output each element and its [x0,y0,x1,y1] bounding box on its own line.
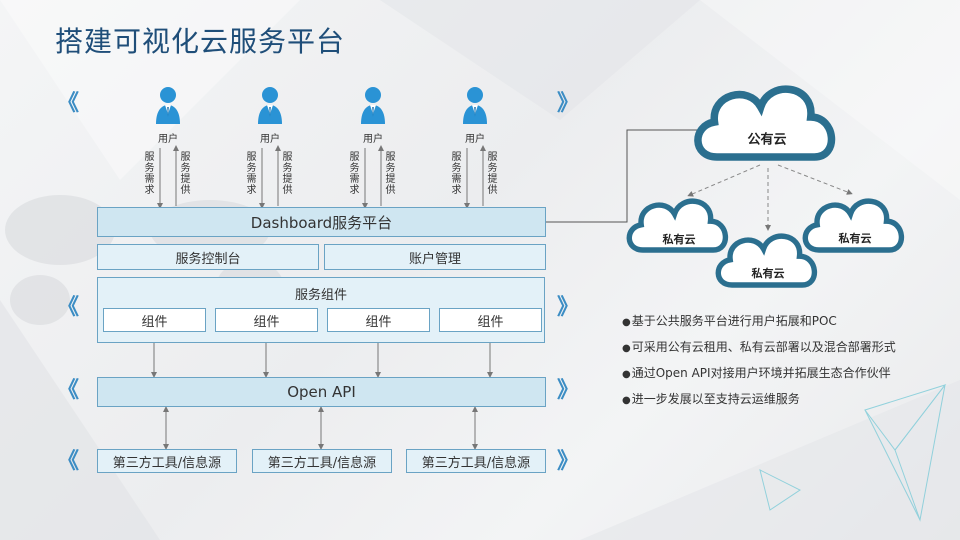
component-box: 组件 [215,308,318,332]
third-party-box: 第三方工具/信息源 [252,449,392,473]
bullet-dot-icon: ● [622,369,631,380]
user-icon [463,87,487,124]
user-label: 用户 [363,134,383,145]
bullet-dot-icon: ● [622,395,631,406]
bullet-item: ●基于公共服务平台进行用户拓展和POC [622,309,952,335]
private-cloud-label: 私有云 [751,267,785,280]
user-node: 用户 [240,84,300,145]
bullet-item: ●可采用公有云租用、私有云部署以及混合部署形式 [622,335,952,361]
dashboard-platform-box: Dashboard服务平台 [97,207,546,237]
service-console-box: 服务控制台 [97,244,319,270]
service-provide-label: 服务提供 [282,152,293,196]
service-provide-label: 服务提供 [487,152,498,196]
account-management-box: 账户管理 [324,244,546,270]
service-request-label: 服务需求 [349,152,360,196]
component-box: 组件 [439,308,542,332]
user-label: 用户 [260,134,280,145]
bullet-dot-icon: ● [622,317,631,328]
user-node: 用户 [343,84,403,145]
open-api-box: Open API [97,377,546,407]
service-request-label: 服务需求 [246,152,257,196]
feature-bullet-list: ●基于公共服务平台进行用户拓展和POC ●可采用公有云租用、私有云部署以及混合部… [622,309,952,413]
component-box: 组件 [327,308,430,332]
user-icon [361,87,385,124]
third-party-box: 第三方工具/信息源 [406,449,546,473]
service-request-label: 服务需求 [144,152,155,196]
bullet-text: 进一步发展以至支持云运维服务 [631,392,800,406]
service-request-label: 服务需求 [451,152,462,196]
bullet-text: 通过Open API对接用户环境并拓展生态合作伙伴 [631,366,891,380]
bullet-item: ●进一步发展以至支持云运维服务 [622,387,952,413]
service-components-title: 服务组件 [294,288,347,303]
service-provide-label: 服务提供 [180,152,191,196]
geometric-line-decoration [759,384,947,522]
third-party-box: 第三方工具/信息源 [97,449,237,473]
bullet-text: 可采用公有云租用、私有云部署以及混合部署形式 [631,340,896,354]
private-cloud-label: 私有云 [838,232,872,245]
public-cloud-label: 公有云 [747,132,787,148]
user-label: 用户 [465,134,485,145]
bullet-dot-icon: ● [622,343,631,354]
user-node: 用户 [138,84,198,145]
private-cloud-label: 私有云 [662,233,696,246]
component-box: 组件 [103,308,206,332]
bullet-item: ●通过Open API对接用户环境并拓展生态合作伙伴 [622,361,952,387]
user-label: 用户 [158,134,178,145]
service-provide-label: 服务提供 [385,152,396,196]
user-node: 用户 [445,84,505,145]
user-icon [258,87,282,124]
page-title: 搭建可视化云服务平台 [55,25,346,58]
bullet-text: 基于公共服务平台进行用户拓展和POC [631,314,837,328]
user-icon [156,87,180,124]
